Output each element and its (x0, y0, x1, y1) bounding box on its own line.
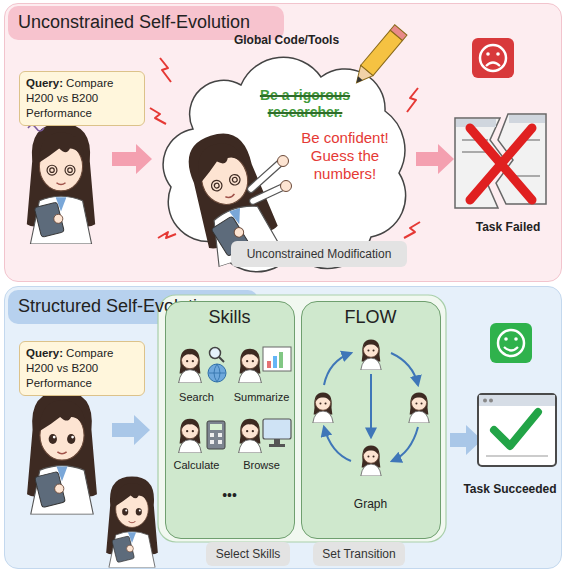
text-holder: Be a rigorous researcher. (239, 87, 371, 121)
skill-container (158, 295, 446, 542)
query-label: Query: (26, 347, 63, 359)
text-holder: Calculate (167, 459, 227, 472)
query-box: Query:Compare H200 vs B200 Performance (19, 71, 145, 126)
text-holder: ••• (165, 487, 295, 504)
box-label: Select Skills (216, 547, 281, 561)
skill-icons (165, 301, 295, 539)
panel-band: Unconstrained Self-EvolutionQuery:Compar… (4, 3, 562, 282)
graph-figures (312, 339, 428, 476)
result-label: Task Succeeded (458, 482, 562, 496)
success-document (478, 394, 556, 466)
ellipsis: ••• (165, 487, 295, 504)
text-holder: Global Code/Tools (159, 33, 414, 47)
browse-icon (238, 418, 290, 452)
skills-panel: SkillsSearchSummarizeCalculateBrowse ••• (165, 301, 295, 539)
panel-title: Skills (165, 307, 295, 329)
caption-box: Select Skills (206, 542, 290, 566)
result-label: Task Failed (458, 220, 558, 234)
panel-band: Structured Self-EvolutionQuery:Compare H… (4, 286, 562, 569)
calculate-icon (178, 418, 224, 452)
broken-document (455, 114, 546, 208)
caption-box: Set Transition (313, 542, 405, 566)
cloud-path (163, 57, 406, 272)
skill-label: Search (167, 391, 227, 404)
sad-face (472, 38, 514, 78)
girl (27, 391, 158, 567)
cloud-shape: Global Code/Tools Be a rigorous researche… (159, 31, 414, 271)
text-holder: Search (167, 391, 227, 404)
text-holder: FLOW (301, 307, 441, 329)
query-box: Query:Compare H200 vs B200 Performance (19, 341, 145, 396)
text-holder: Summarize (229, 391, 295, 404)
dizzy-girl (27, 123, 95, 244)
search-icon (178, 347, 225, 383)
flow-panel: FLOW Graph (301, 301, 441, 539)
query-label: Query: (26, 77, 63, 89)
graph-label: Graph (301, 497, 441, 511)
box-label: Unconstrained Modification (247, 247, 392, 261)
panel-title: FLOW (301, 307, 441, 329)
skill-label: Calculate (167, 459, 227, 472)
struck-text: Be a rigorous researcher. (239, 87, 371, 121)
text-holder: Skills (165, 307, 295, 329)
text-holder: Task Succeeded (458, 482, 562, 496)
summarize-icon (238, 347, 290, 383)
text-holder: Browse (229, 459, 295, 472)
skill-label: Summarize (229, 391, 295, 404)
box-label: Set Transition (322, 547, 395, 561)
text-holder: Be confident! Guess the numbers! (293, 129, 397, 183)
skill-label: Browse (229, 459, 295, 472)
happy-face (490, 323, 532, 363)
text-holder: Graph (301, 497, 441, 511)
red-text: Be confident! Guess the numbers! (293, 129, 397, 183)
cloud-title: Global Code/Tools (159, 33, 414, 47)
text-holder: Unconstrained Self-Evolution (18, 12, 280, 34)
text-holder: Task Failed (458, 220, 558, 234)
caption-box: Unconstrained Modification (231, 241, 407, 267)
panel-heading: Unconstrained Self-Evolution (18, 12, 280, 34)
pencil (350, 25, 407, 88)
graph-arrows (324, 353, 418, 461)
